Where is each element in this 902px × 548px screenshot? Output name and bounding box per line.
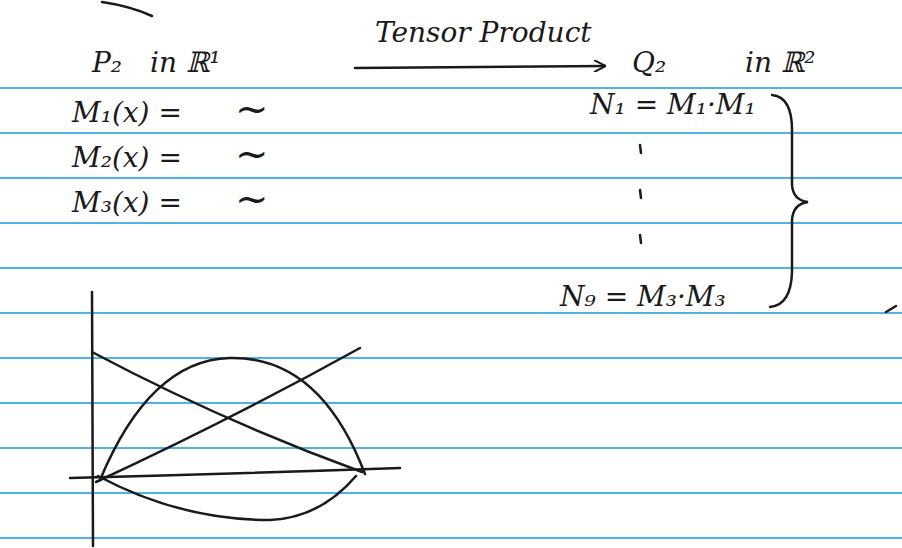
stray-stroke bbox=[102, 2, 152, 16]
handwritten-label: M₁(x) = bbox=[72, 98, 182, 129]
placeholder-tilde: ~ bbox=[235, 86, 269, 130]
basis-function-plot bbox=[70, 292, 400, 546]
handwritten-label: P₂ bbox=[92, 48, 122, 79]
placeholder-tilde: ~ bbox=[235, 131, 269, 175]
handwritten-label: Tensor Product bbox=[375, 18, 592, 49]
ruled-lines bbox=[0, 88, 902, 538]
curly-brace bbox=[770, 95, 808, 307]
stray-mark bbox=[886, 306, 896, 312]
placeholder-tilde: ~ bbox=[235, 176, 269, 220]
ellipsis-dots bbox=[640, 145, 641, 243]
handwritten-label: M₂(x) = bbox=[72, 143, 182, 174]
handwritten-label: in ℝ¹ bbox=[150, 48, 220, 79]
handwritten-label: in ℝ² bbox=[745, 48, 815, 79]
handwritten-label: M₃(x) = bbox=[72, 188, 182, 219]
handwritten-label: N₉ = M₃·M₃ bbox=[560, 282, 726, 313]
handwritten-label: N₁ = M₁·M₁ bbox=[590, 90, 756, 121]
handwritten-label: Q₂ bbox=[632, 48, 666, 79]
mapping-arrow bbox=[355, 66, 605, 68]
